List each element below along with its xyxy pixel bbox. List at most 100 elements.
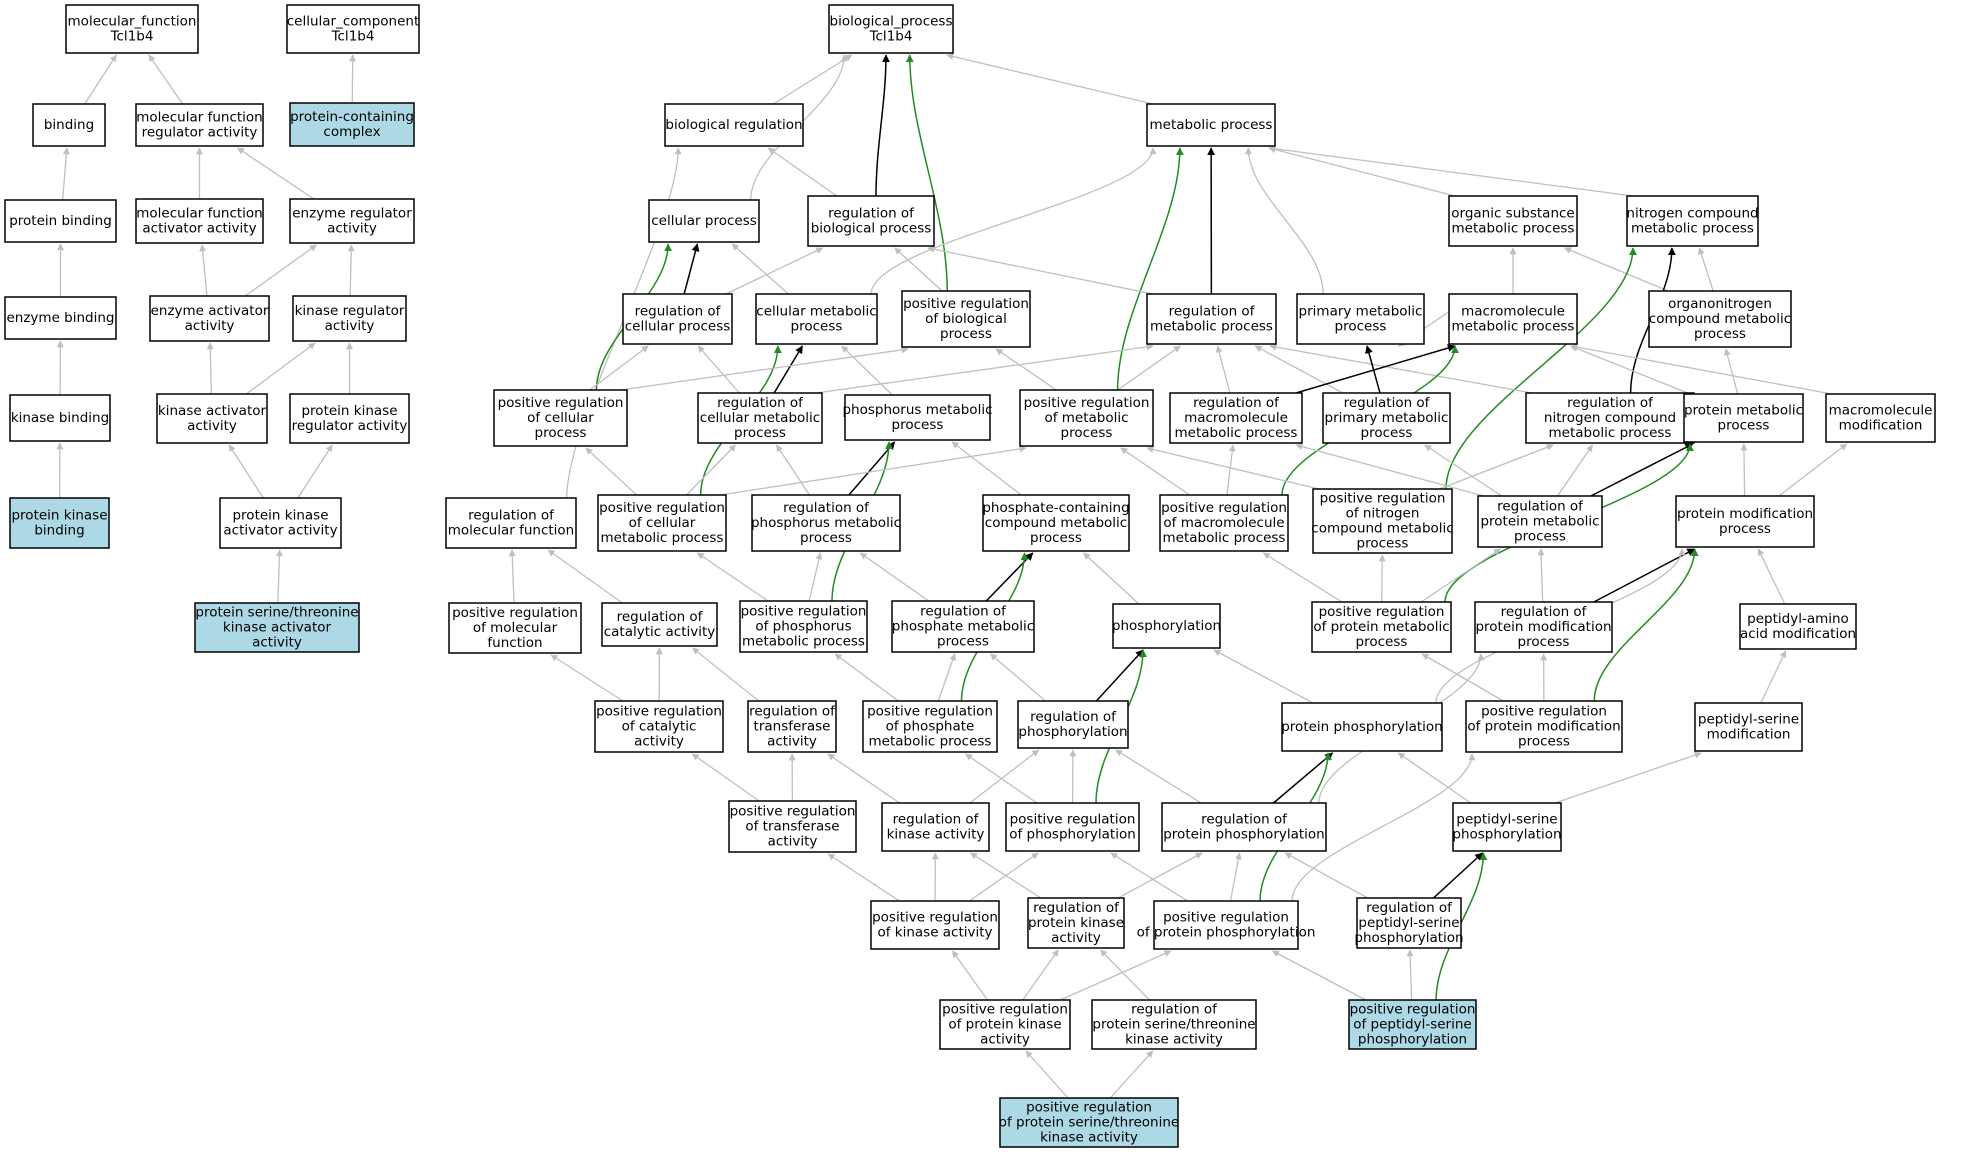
edge-is-a-reg-pk-act-to-reg-kin-act — [970, 852, 1042, 899]
node-label-line: primary metabolic — [1325, 410, 1449, 426]
edge-is-a-enz-act-act-to-enz-reg-act — [244, 244, 317, 297]
go-term-node-binding[interactable]: binding — [32, 103, 106, 147]
go-term-node-enz-binding[interactable]: enzyme binding — [4, 296, 117, 340]
node-label-line: regulation of — [1193, 395, 1280, 411]
edge-is-a-prim-metab-to-metab — [1244, 147, 1324, 295]
edge-is-a-reg-prot-metab-to-reg-prim-metab — [1424, 444, 1502, 497]
node-label-line: biological regulation — [665, 117, 802, 133]
go-term-node-prot-binding[interactable]: protein binding — [4, 199, 117, 243]
edge-is-a-peptidyl-serine-phos-to-peptidyl-serine-mod — [1554, 751, 1702, 804]
go-term-node-bio-reg[interactable]: biological regulation — [664, 103, 804, 147]
edge-is-a-enz-act-act-to-mf-act-act — [199, 244, 208, 297]
node-box — [881, 802, 990, 852]
go-term-node-phosphorylation[interactable]: phosphorylation — [1112, 603, 1221, 649]
node-label-line: Tcl1b4 — [869, 29, 913, 45]
node-box — [1027, 897, 1125, 949]
go-term-node-kin-binding[interactable]: kinase binding — [9, 394, 111, 442]
node-label-line: enzyme binding — [6, 310, 114, 326]
go-term-node-prot-phosphorylation[interactable]: protein phosphorylation — [1281, 702, 1443, 752]
edge-is-a-pos-reg-prot-mod-to-pos-reg-prot-metab — [1421, 653, 1504, 702]
go-term-node-reg-pep-ser-phos[interactable]: regulation ofpeptidyl-serinephosphorylat… — [1354, 897, 1464, 949]
node-box — [728, 800, 857, 853]
edge-is-a-binding-to-mf-root — [84, 54, 117, 105]
node-label-line: macromolecule — [1461, 304, 1565, 320]
edge-is-a-prot-binding-to-binding — [61, 147, 70, 201]
go-term-node-metab[interactable]: metabolic process — [1146, 103, 1276, 147]
node-label-line: molecular function — [136, 206, 262, 222]
node-label-line: process — [1357, 536, 1409, 552]
go-term-node-cell-proc[interactable]: cellular process — [648, 199, 760, 243]
node-label-line: positive regulation — [452, 605, 578, 621]
edge-is-a-prot-mod-to-macro-mod — [1778, 443, 1848, 497]
edge-is-a-pos-reg-pk-act-to-pos-reg-kin-act — [951, 950, 989, 1001]
